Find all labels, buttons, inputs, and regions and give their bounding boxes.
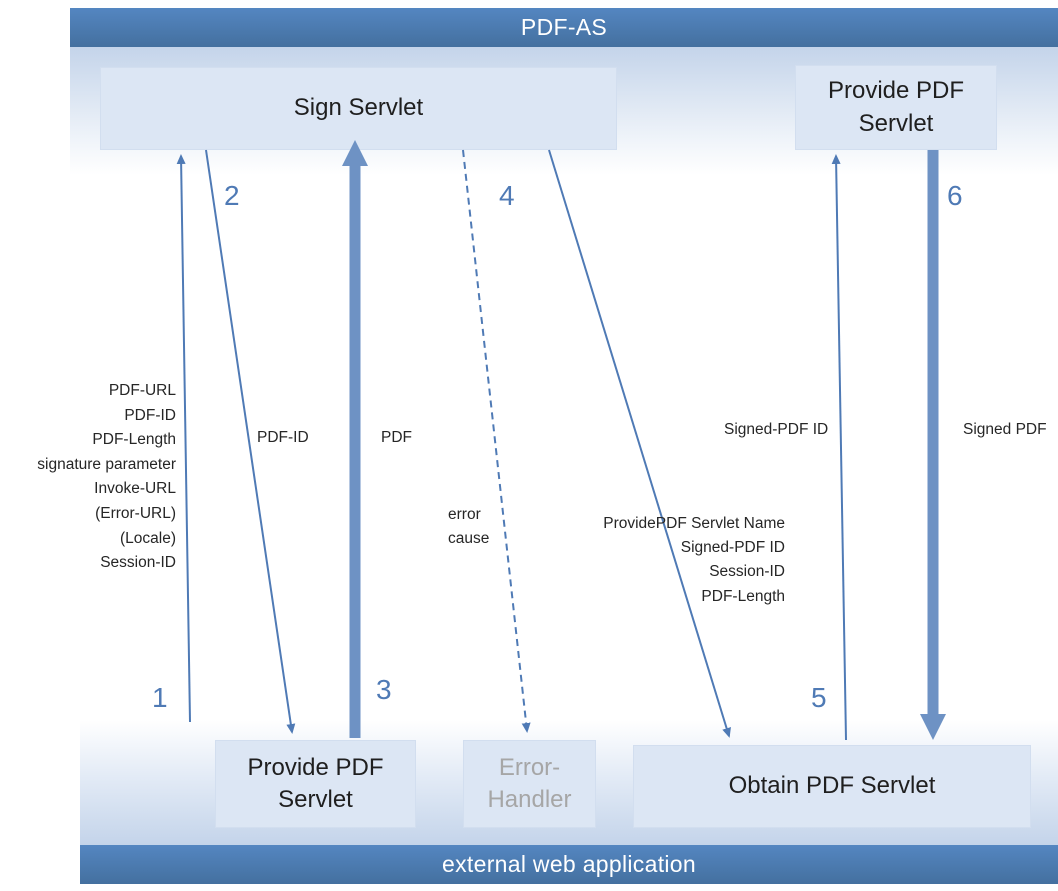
provide-pdf-servlet-top-box: Provide PDF Servlet (795, 65, 997, 150)
label-obtain-redirect-params: ProvidePDF Servlet Name Signed-PDF ID Se… (603, 515, 785, 605)
arrow-1-sign-request (176, 154, 191, 723)
label-signed-pdf: Signed PDF (963, 421, 1047, 438)
arrow-6-signed-pdf-thick (920, 150, 946, 740)
step-number-6: 6 (947, 180, 963, 211)
step-number-1: 1 (152, 682, 168, 713)
label-sign-request-params: PDF-URL PDF-ID PDF-Length signature para… (37, 382, 176, 572)
obtain-pdf-servlet-box: Obtain PDF Servlet (633, 745, 1031, 828)
arrow-3-pdf-thick (342, 140, 368, 738)
step-number-2: 2 (224, 180, 240, 211)
step-number-4: 4 (499, 180, 515, 211)
arrow-4-error-cause-dashed (462, 149, 531, 733)
label-pdf: PDF (381, 429, 412, 446)
error-handler-box: Error- Handler (463, 740, 596, 828)
step-number-3: 3 (376, 674, 392, 705)
arrow-4-obtain-redirect (548, 149, 731, 738)
step-number-5: 5 (811, 682, 827, 713)
label-pdf-id: PDF-ID (257, 429, 309, 446)
arrow-5-signed-pdf-id (831, 154, 847, 741)
provide-pdf-servlet-bottom-box: Provide PDF Servlet (215, 740, 416, 828)
sign-servlet-box: Sign Servlet (100, 67, 617, 150)
pdf-as-lane-title: PDF-AS (70, 8, 1058, 47)
external-web-app-lane-title: external web application (80, 845, 1058, 884)
label-error-cause: error cause (448, 506, 490, 547)
label-signed-pdf-id: Signed-PDF ID (724, 421, 829, 438)
